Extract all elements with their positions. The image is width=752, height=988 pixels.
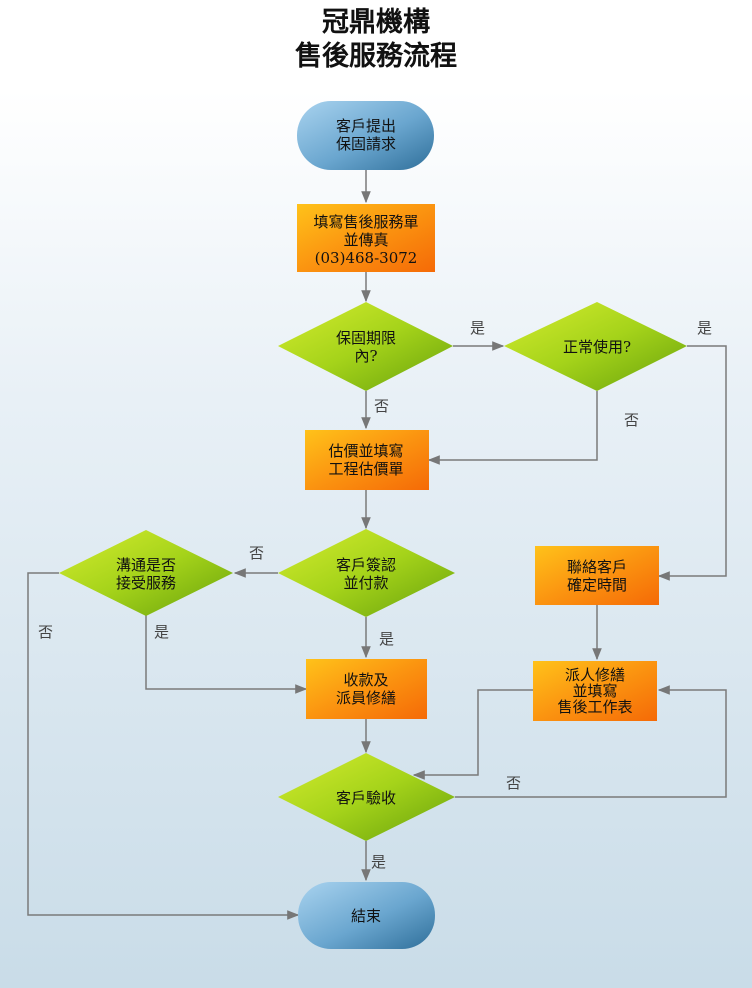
label-acceptance-no: 否 [506, 774, 521, 792]
normal-use-line1: 正常使用? [563, 338, 631, 356]
dispatch-line2: 並填寫 [572, 682, 617, 700]
collect-line2: 派員修繕 [336, 689, 396, 707]
fill-form-line2: 並傳真 [343, 231, 388, 249]
end-line1: 結束 [351, 907, 381, 925]
warranty-line1: 保固期限 [336, 329, 396, 347]
fill-form-line3: (03)468-3072 [315, 249, 418, 267]
sign-pay-line2: 並付款 [343, 574, 388, 592]
label-negotiate-yes: 是 [154, 623, 169, 641]
acceptance-line1: 客戶驗收 [336, 789, 396, 807]
label-acceptance-yes: 是 [371, 853, 386, 871]
dispatch-line1: 派人修繕 [565, 666, 625, 684]
sign-pay-decision: 客戶簽認 並付款 [278, 529, 455, 617]
warranty-line2: 內? [354, 347, 377, 365]
edge-negotiate-to-end [27, 572, 300, 920]
edge-negotiate-to-collect [145, 612, 308, 694]
fill-form-line1: 填寫售後服務單 [313, 213, 418, 231]
edge-acceptance-to-dispatch [455, 685, 727, 798]
start-line1: 客戶提出 [336, 117, 396, 135]
label-normal-no: 否 [624, 411, 639, 429]
diagram-title-line1: 冠鼎機構 [322, 7, 430, 38]
end-terminal: 結束 [298, 882, 435, 949]
warranty-decision: 保固期限 內? [278, 302, 453, 391]
estimate-process: 估價並填寫 工程估價單 [305, 430, 429, 490]
contact-line1: 聯絡客戶 [567, 558, 627, 576]
edge-normal-to-estimate [427, 391, 598, 465]
dispatch-line3: 售後工作表 [557, 698, 632, 716]
label-warranty-yes: 是 [470, 319, 485, 337]
collect-line1: 收款及 [343, 671, 388, 689]
edge-dispatch-to-acceptance [412, 689, 533, 780]
start-line2: 保固請求 [336, 135, 396, 153]
negotiate-line2: 接受服務 [116, 574, 176, 592]
diagram-title-line2: 售後服務流程 [295, 41, 457, 72]
negotiate-decision: 溝通是否 接受服務 [59, 530, 233, 616]
label-sign-no: 否 [249, 544, 264, 562]
contact-process: 聯絡客戶 確定時間 [535, 546, 659, 605]
label-negotiate-no: 否 [38, 623, 53, 641]
collect-process: 收款及 派員修繕 [306, 659, 427, 719]
edge-normal-to-contact [657, 345, 727, 581]
label-warranty-no: 否 [374, 397, 389, 415]
label-sign-yes: 是 [379, 630, 394, 648]
sign-pay-line1: 客戶簽認 [336, 556, 396, 574]
fill-form-process: 填寫售後服務單 並傳真 (03)468-3072 [297, 204, 435, 272]
normal-use-decision: 正常使用? [504, 302, 687, 391]
dispatch-process: 派人修繕 並填寫 售後工作表 [533, 661, 657, 721]
label-normal-yes: 是 [697, 319, 712, 337]
estimate-line2: 工程估價單 [328, 460, 403, 478]
estimate-line1: 估價並填寫 [328, 442, 403, 460]
start-terminal: 客戶提出 保固請求 [297, 101, 434, 170]
acceptance-decision: 客戶驗收 [278, 753, 455, 841]
contact-line2: 確定時間 [567, 576, 627, 594]
negotiate-line1: 溝通是否 [116, 556, 176, 574]
